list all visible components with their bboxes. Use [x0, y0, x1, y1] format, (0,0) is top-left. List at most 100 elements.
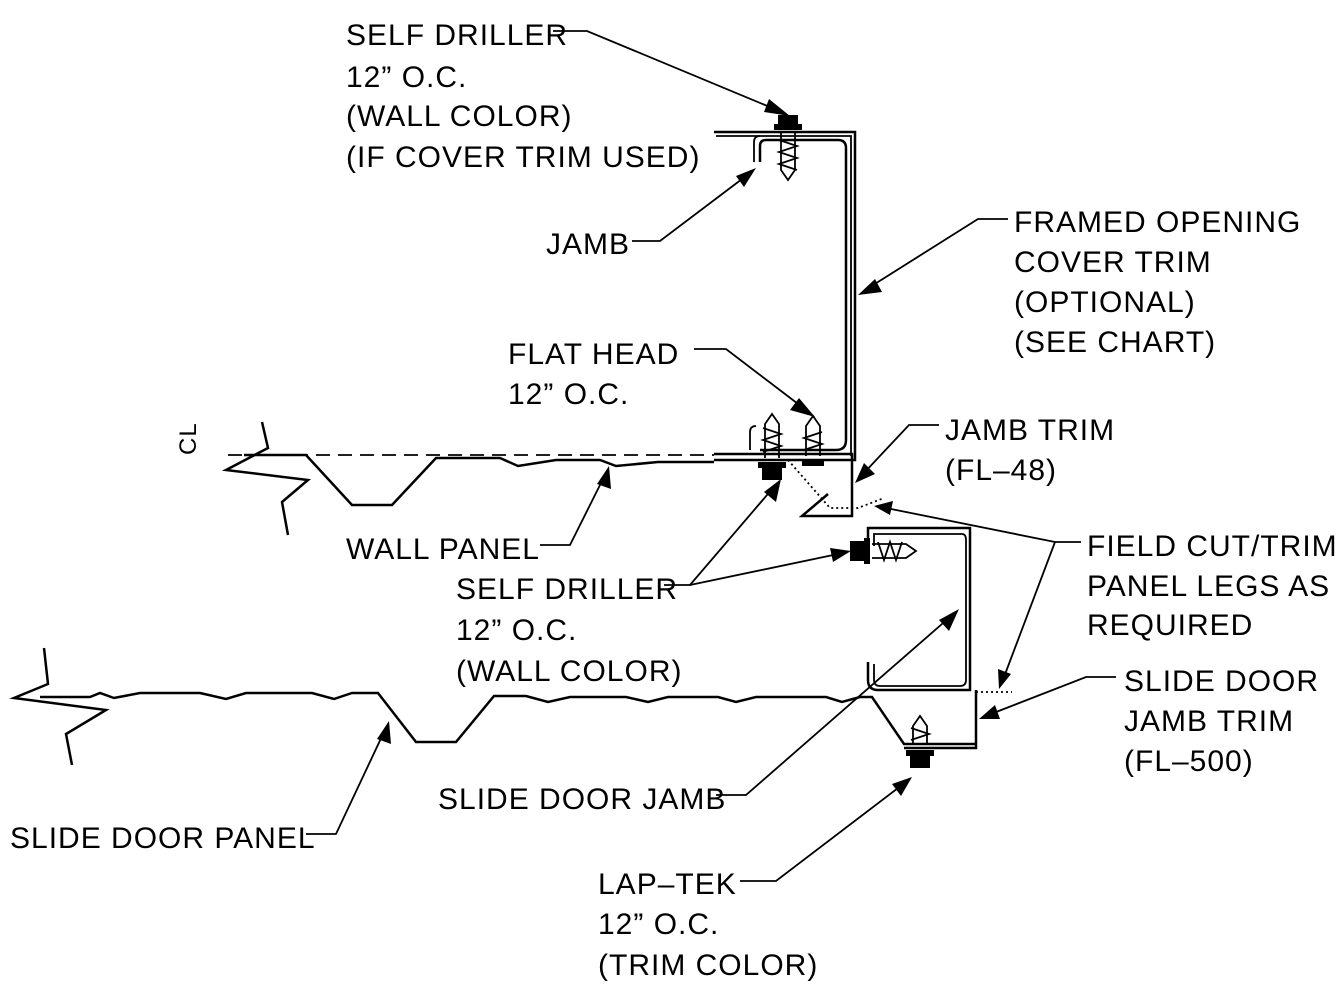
arrowhead	[830, 548, 851, 562]
leader-framed-opening	[869, 218, 1008, 288]
wall-panel	[221, 421, 714, 536]
arrowhead	[764, 479, 781, 502]
leader-jamb	[632, 175, 747, 242]
label-line: FIELD CUT/TRIM	[1087, 530, 1338, 563]
label-jamb: JAMB	[546, 228, 630, 261]
screw-wall	[758, 412, 786, 480]
screw-washer	[774, 124, 802, 130]
label-line: (TRIM COLOR)	[598, 949, 818, 982]
screw-washer	[758, 462, 786, 468]
arrowhead	[597, 466, 611, 489]
label-line: 12” O.C.	[598, 908, 719, 941]
label-line: (WALL COLOR)	[456, 655, 682, 688]
label-line: (FL–48)	[945, 454, 1057, 487]
label-line: FRAMED OPENING	[1014, 206, 1301, 239]
leader-jamb-trim	[862, 424, 939, 475]
cover-trim	[714, 130, 857, 462]
leader-field-cut	[885, 507, 1081, 543]
label-line: REQUIRED	[1087, 609, 1253, 642]
screw-lap-tek	[906, 714, 934, 768]
screw-shank	[805, 414, 821, 456]
label-line: SLIDE DOOR	[1124, 665, 1319, 698]
leader-self-driller-mid-2	[689, 553, 839, 586]
label-slide-door-panel: SLIDE DOOR PANEL	[10, 822, 316, 855]
label-line: 12” O.C.	[346, 61, 467, 94]
label-wall-panel: WALL PANEL	[346, 533, 540, 566]
screw-mid	[850, 538, 918, 564]
slide-door-jamb-inner	[873, 533, 967, 687]
screw-top	[774, 115, 802, 182]
leader-slide-door-panel	[306, 731, 385, 835]
screw-thread	[776, 139, 800, 171]
label-line: PANEL LEGS AS	[1087, 570, 1330, 603]
screw-flat-head	[801, 414, 825, 466]
screw-thread	[760, 427, 784, 453]
arrowhead	[874, 501, 893, 515]
screw-shank	[912, 714, 928, 744]
screw-washer	[864, 538, 870, 564]
jamb-trim	[714, 452, 854, 518]
slide-door-panel-profile	[40, 691, 976, 746]
slide-door-jamb	[866, 526, 972, 692]
label-line: 12” O.C.	[456, 614, 577, 647]
label-line: SELF DRILLER	[346, 19, 568, 52]
label-self-driller-mid: SELF DRILLER 12” O.C. (WALL COLOR)	[456, 573, 682, 688]
label-flat-head: FLAT HEAD 12” O.C.	[508, 338, 678, 411]
screw-washer	[906, 750, 934, 756]
upper-jamb-assembly	[714, 115, 885, 518]
leader-slide-door-jamb	[716, 616, 951, 796]
screw-thread	[801, 431, 825, 451]
label-line: 12” O.C.	[508, 378, 629, 411]
screw-head	[850, 541, 864, 561]
label-line: JAMB TRIM	[1124, 705, 1294, 738]
label-line: JAMB TRIM	[945, 414, 1115, 447]
screw-thread	[877, 539, 903, 563]
arrowhead	[892, 777, 912, 796]
leader-lap-tek	[740, 784, 903, 882]
jamb-trim-cut	[787, 459, 885, 509]
wall-panel-profile	[244, 453, 714, 507]
jamb-channel	[758, 138, 848, 452]
label-self-driller-top: SELF DRILLER 12” O.C. (WALL COLOR) (IF C…	[346, 19, 700, 174]
label-lap-tek: LAP–TEK 12” O.C. (TRIM COLOR)	[598, 868, 818, 982]
jamb-channel-inner	[753, 135, 761, 162]
arrowhead	[790, 398, 815, 417]
label-line: (FL–500)	[1124, 745, 1254, 778]
leader-wall-panel	[540, 476, 605, 546]
label-jamb-trim: JAMB TRIM (FL–48)	[945, 414, 1115, 487]
label-framed-opening: FRAMED OPENING COVER TRIM (OPTIONAL) (SE…	[1014, 206, 1301, 359]
label-line: (IF COVER TRIM USED)	[346, 141, 700, 174]
arrowhead	[858, 279, 882, 295]
break-line	[9, 647, 110, 766]
label-line: SELF DRILLER	[456, 573, 678, 606]
screw-head	[778, 115, 798, 125]
arrowhead	[764, 99, 790, 116]
label-line: (OPTIONAL)	[1014, 286, 1196, 319]
cover-trim-inner	[716, 135, 852, 456]
arrowhead	[377, 721, 391, 744]
label-line: COVER TRIM	[1014, 246, 1212, 279]
jamb-lower-hook	[749, 425, 757, 450]
leader-field-cut-2	[1003, 541, 1056, 678]
break-line	[221, 421, 311, 536]
leader-slide-door-jamb-trim	[990, 676, 1116, 715]
slide-door-jamb-trim	[904, 690, 978, 750]
leaders	[306, 30, 1116, 882]
arrowhead	[939, 609, 959, 631]
slide-door-assembly	[850, 526, 1012, 768]
label-field-cut: FIELD CUT/TRIM PANEL LEGS AS REQUIRED	[1087, 530, 1338, 642]
label-line: (SEE CHART)	[1014, 326, 1216, 359]
arrowhead	[979, 705, 1000, 719]
centerline-symbol: CL	[175, 422, 202, 455]
label-slide-door-jamb: SLIDE DOOR JAMB	[438, 783, 726, 816]
leader-flat-head	[694, 348, 807, 411]
screw-head	[910, 756, 930, 768]
screw-head	[802, 460, 824, 466]
label-line: LAP–TEK	[598, 868, 737, 901]
screw-head	[762, 468, 782, 480]
leader-self-driller-top	[553, 30, 778, 111]
arrowhead	[736, 168, 756, 187]
label-line: (WALL COLOR)	[346, 100, 572, 133]
screw-thread	[910, 727, 932, 741]
